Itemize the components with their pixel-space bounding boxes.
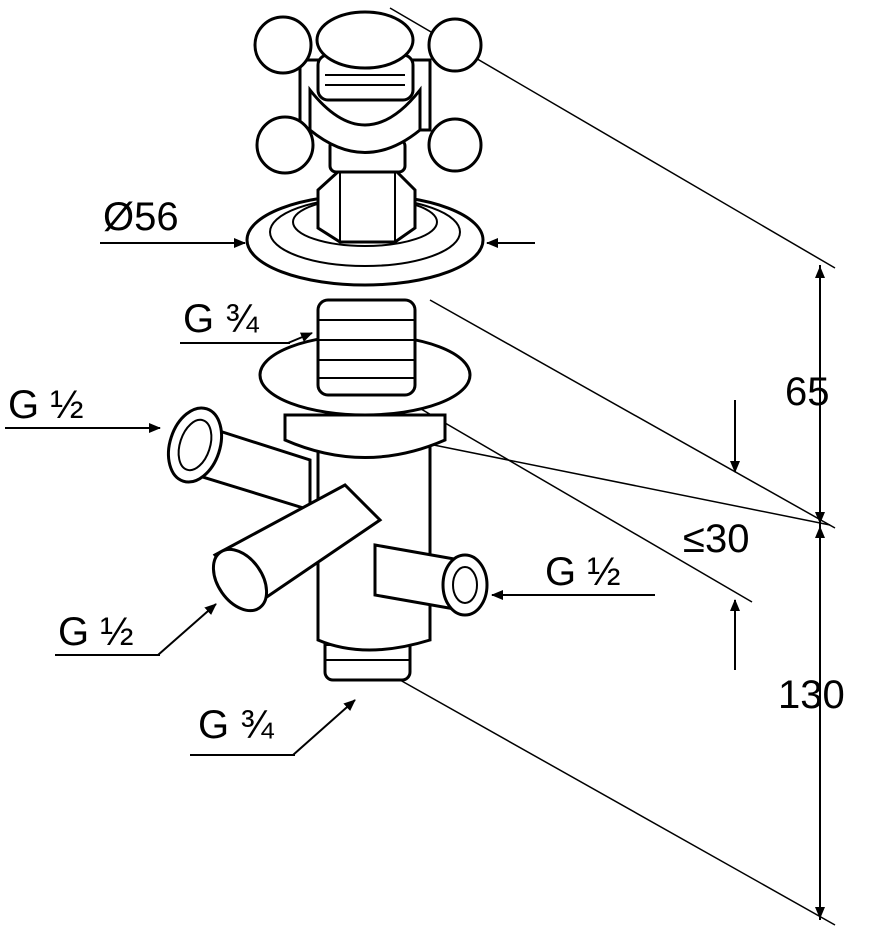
- outlet-right-label: G ½: [545, 550, 621, 594]
- thread-top-label: G ¾: [183, 297, 259, 341]
- dimension-130: 130: [778, 673, 845, 717]
- dimension-65: 65: [785, 370, 830, 414]
- dimension-30: ≤30: [683, 517, 749, 561]
- inlet-left-label: G ½: [8, 383, 84, 427]
- inlet-lower-left-label: G ½: [58, 610, 134, 654]
- valve-body: [166, 10, 489, 682]
- vertical-dimension: [730, 265, 825, 920]
- thread-bottom-label: G ¾: [198, 703, 274, 747]
- diameter-label: Ø56: [103, 195, 179, 239]
- leaders: [5, 238, 655, 756]
